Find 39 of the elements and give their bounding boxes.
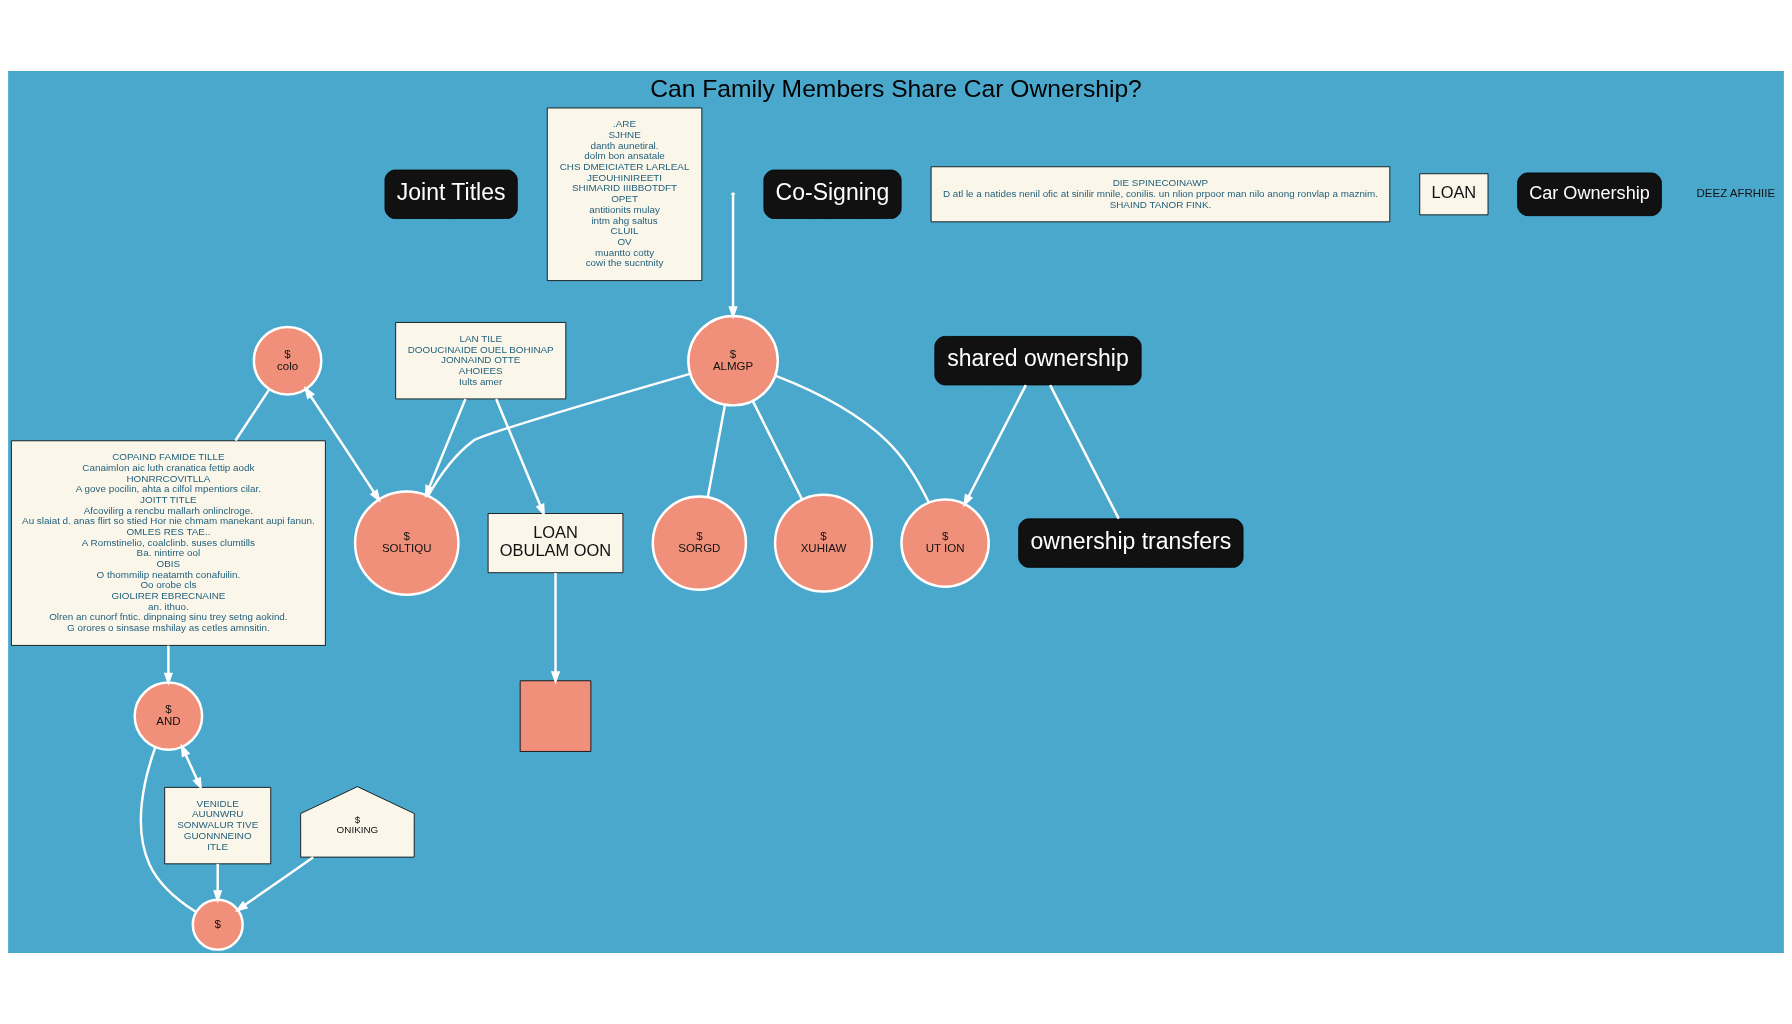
arrow <box>550 573 561 685</box>
node-box: LAN TILE DOOUCINAIDE OUEL BOHINAP JONNAIND OTTE AHOIEES Iults amer <box>395 322 567 400</box>
arrow <box>234 856 314 912</box>
node-circle: $ <box>191 898 244 951</box>
arrow <box>424 398 467 499</box>
node-box: VENIDLE AUUNWRU SONWALUR TIVE GUONNNEINO ITLE <box>164 786 272 865</box>
node-box <box>519 680 592 752</box>
node-circle: $ colo <box>252 325 323 396</box>
arrow <box>495 398 546 517</box>
node-circle: $ ALMGP <box>687 314 779 407</box>
connector <box>234 388 271 442</box>
connector <box>427 372 691 497</box>
connector <box>774 374 930 504</box>
connector <box>751 400 804 501</box>
node-box: Joint Titles <box>384 169 518 219</box>
arrow <box>303 385 381 503</box>
arrow <box>728 195 738 320</box>
node-box: ownership transfers <box>1018 518 1244 568</box>
node-box: LOAN OBULAM OON <box>487 513 624 574</box>
node-circle: $ AND <box>133 681 204 752</box>
connector <box>1049 384 1120 520</box>
node-circle: $ SORGD <box>651 495 748 591</box>
node-circle: $ XUHIAW <box>773 493 874 593</box>
arrow <box>163 645 173 686</box>
connector <box>139 747 197 913</box>
node-box: shared ownership <box>934 336 1142 386</box>
arrow <box>213 863 223 904</box>
node-box: .ARE SJHNE danth aunetiral. dolm bon ansatale CHS DMEICIATER LARLEAL JEOUHINIREETI SHIMARID IIIBBOTDFT OPET antitionits mulay intm ahg saltus CLUIL OV muantto cotty cowi the sucntnity <box>546 107 703 281</box>
arrow <box>180 743 203 791</box>
node-circle: $ UT ION <box>900 498 990 588</box>
node-box: Car Ownership <box>1517 172 1662 217</box>
node-box: DIE SPINECOINAWP D atl le a natides nenil ofic at sinilir mnile, conilis. un nlion prpoor man nilo anong ronvlap a maznim. SHAIND TANOR FINK. <box>930 166 1391 223</box>
node-box: Co-Signing <box>763 169 902 219</box>
arrow <box>963 384 1027 508</box>
label: DEEZ AFRHIIE <box>1696 187 1776 200</box>
diagram-title: Can Family Members Share Car Ownership? <box>650 75 1142 103</box>
node-box: LOAN <box>1419 173 1489 216</box>
connector <box>706 404 727 498</box>
node-box: COPAIND FAMIDE TILLE Canaimlon aic luth cranatica fettip aodk HONRRCOVITLLA A gove pocilin, ahta a cilfol mpentiors cilar. JOITT TITLE Afcovilirg a rencbu mallarh onlinclroge. Au slaiat d. anas flirt so stied Hor nie chmam manekant aupi fanun. OMLES RES TAE.. A Romstinelio, coalclinb. suses clumtills Ba. nintirre ool OBIS O thommilip neatamth conafuilin. Oo orobe cls GIOLIRER EBRECNAINE an. ithuo. Olren an cunorf fntic. dinpnaing sinu trey setng aokind. G orores o sinsase mshilay as cetles amnsitin. <box>11 440 326 646</box>
